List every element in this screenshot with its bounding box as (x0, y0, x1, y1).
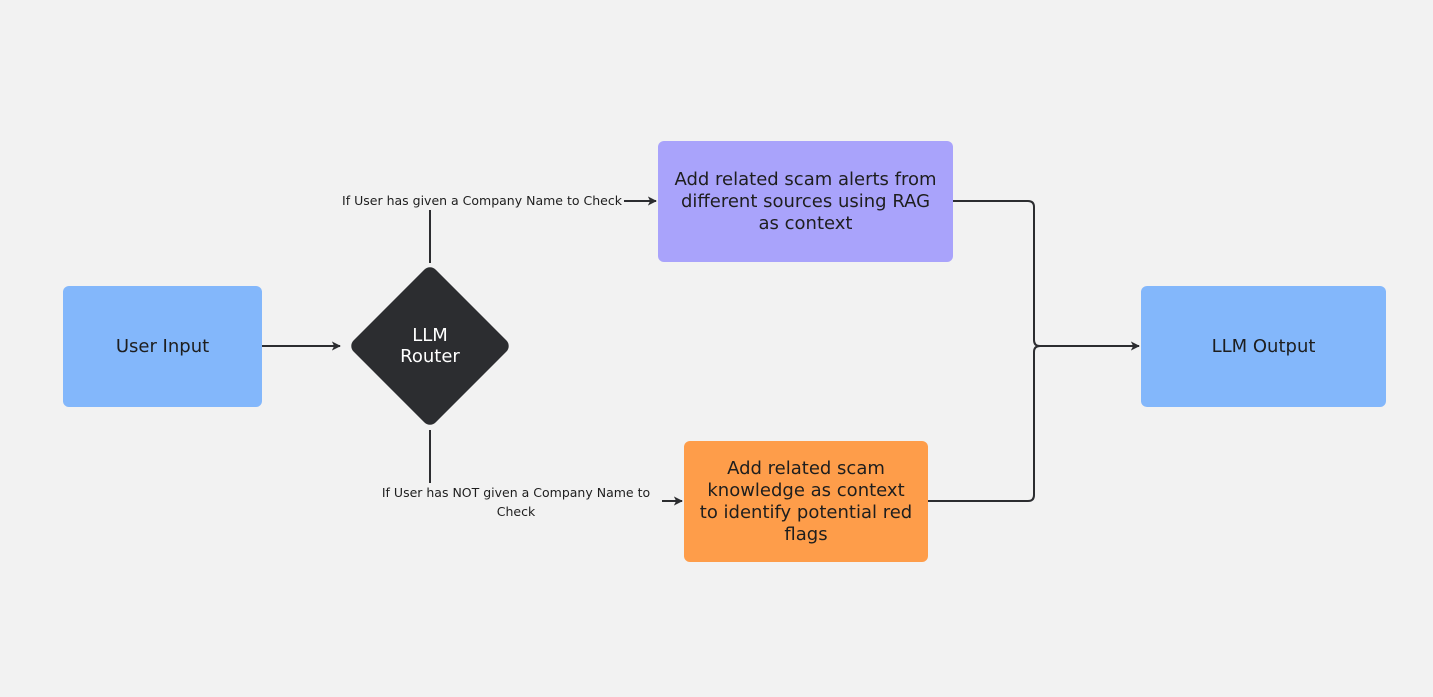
rag-context-label: Add related scam alerts from different s… (674, 168, 937, 234)
rag-context-node[interactable]: Add related scam alerts from different s… (658, 141, 953, 262)
llm-router-label: LLM Router (400, 325, 460, 367)
llm-output-label: LLM Output (1211, 335, 1316, 357)
edge-router-to-rag (429, 196, 657, 263)
llm-output-node[interactable]: LLM Output (1141, 286, 1386, 407)
user-input-node[interactable]: User Input (63, 286, 262, 407)
edge-label-company-given: If User has given a Company Name to Chec… (340, 191, 624, 210)
user-input-label: User Input (115, 335, 210, 357)
edge-label-company-not-given: If User has NOT given a Company Name to … (370, 483, 662, 521)
scam-knowledge-label: Add related scam knowledge as context to… (699, 457, 913, 545)
edge-knowledge-to-output (928, 345, 1041, 502)
edge-rag-to-output (953, 200, 1140, 351)
llm-router-label-box: LLM Router (380, 324, 480, 368)
scam-knowledge-node[interactable]: Add related scam knowledge as context to… (684, 441, 928, 562)
